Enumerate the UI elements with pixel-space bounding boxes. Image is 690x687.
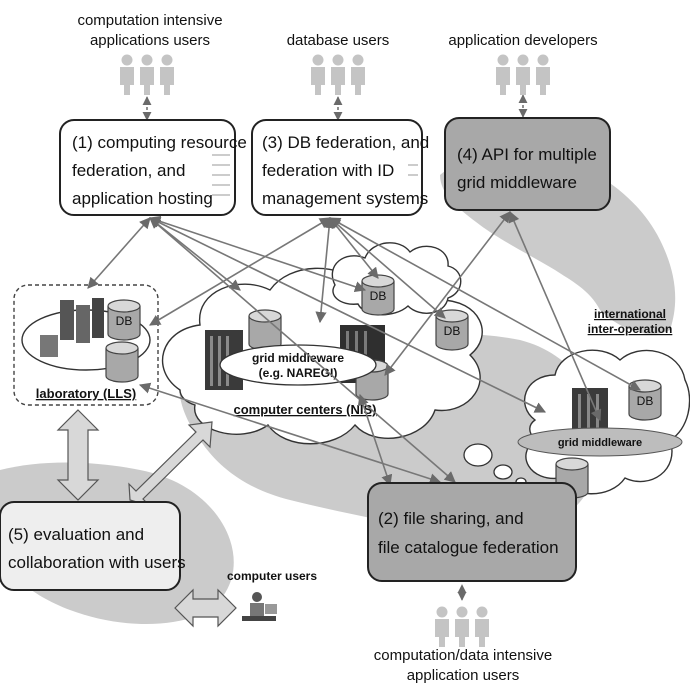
cloud-db-label: DB [370,289,387,303]
international-label-line1: international [594,307,666,321]
arrow-box3-centers [315,216,335,324]
laboratory-servers [40,298,104,357]
box5-line2: collaboration with users [8,553,186,572]
computer-centers-label: computer centers (NIS) [233,402,376,417]
box1-line3: application hosting [72,189,213,208]
data-users-icon [435,606,489,647]
box2-line2: file catalogue federation [378,538,559,557]
arrow-box1-lab [87,217,151,289]
box4-line1: (4) API for multiple [457,145,597,164]
box5-line1: (5) evaluation and [8,525,144,544]
intl-middleware-ellipse [517,427,683,457]
box-db-federation: (3) DB federation, and federation with I… [251,119,429,216]
db-users-label: database users [287,32,390,49]
data-users-label-line2: application users [407,667,520,684]
big-arrow-computer-users [174,588,237,628]
middle-db-label: DB [444,324,461,338]
arrow-box2-centers [357,393,393,487]
international-label-line2: inter-operation [588,322,673,336]
computer-users-label: computer users [227,569,317,583]
comp-users-label-line2: applications users [90,32,210,49]
comp-users-icon [120,54,174,95]
comp-users-label-line1: computation intensive [77,12,222,29]
box3-line1: (3) DB federation, and [262,133,429,152]
connector-arrows [87,210,641,522]
computer-user-icon [242,592,277,621]
laboratory-db-label: DB [116,314,133,328]
box1-line2: federation, and [72,161,185,180]
user-link-arrows [142,94,528,601]
box-file-sharing: (2) file sharing, and file catalogue fed… [367,482,577,582]
arrow-box3-lab [149,217,331,326]
grid-middleware-label: grid middleware [252,351,344,365]
box3-line3: management systems [262,189,428,208]
laboratory-label: laboratory (LLS) [36,386,136,401]
arrow-box4-intl [508,210,602,422]
arrow-box4-centers [384,211,511,376]
naregi-label: (e.g. NAREGI) [259,366,338,380]
intl-db-label: DB [637,394,654,408]
data-users-label-line1: computation/data intensive [374,647,552,664]
app-developers-label: application developers [448,32,597,49]
box2-line1: (2) file sharing, and [378,509,524,528]
laboratory-db-icon-2 [105,341,139,383]
app-developers-icon [496,54,550,95]
big-arrow-lab-box5 [56,409,100,501]
box-api-middleware: (4) API for multiple grid middleware [444,117,611,211]
box-evaluation: (5) evaluation and collaboration with us… [0,501,186,591]
center-db-icon-1 [248,309,282,351]
arrow-box1-clouddb [148,215,367,293]
box-computing-federation: (1) computing resource federation, and a… [59,119,247,216]
box4-line2: grid middleware [457,173,577,192]
box3-line2: federation with ID [262,161,394,180]
cloud-db-top [331,242,462,316]
db-users-icon [311,54,365,95]
intl-middleware-label: grid middleware [558,437,642,449]
box1-line1: (1) computing resource [72,133,247,152]
